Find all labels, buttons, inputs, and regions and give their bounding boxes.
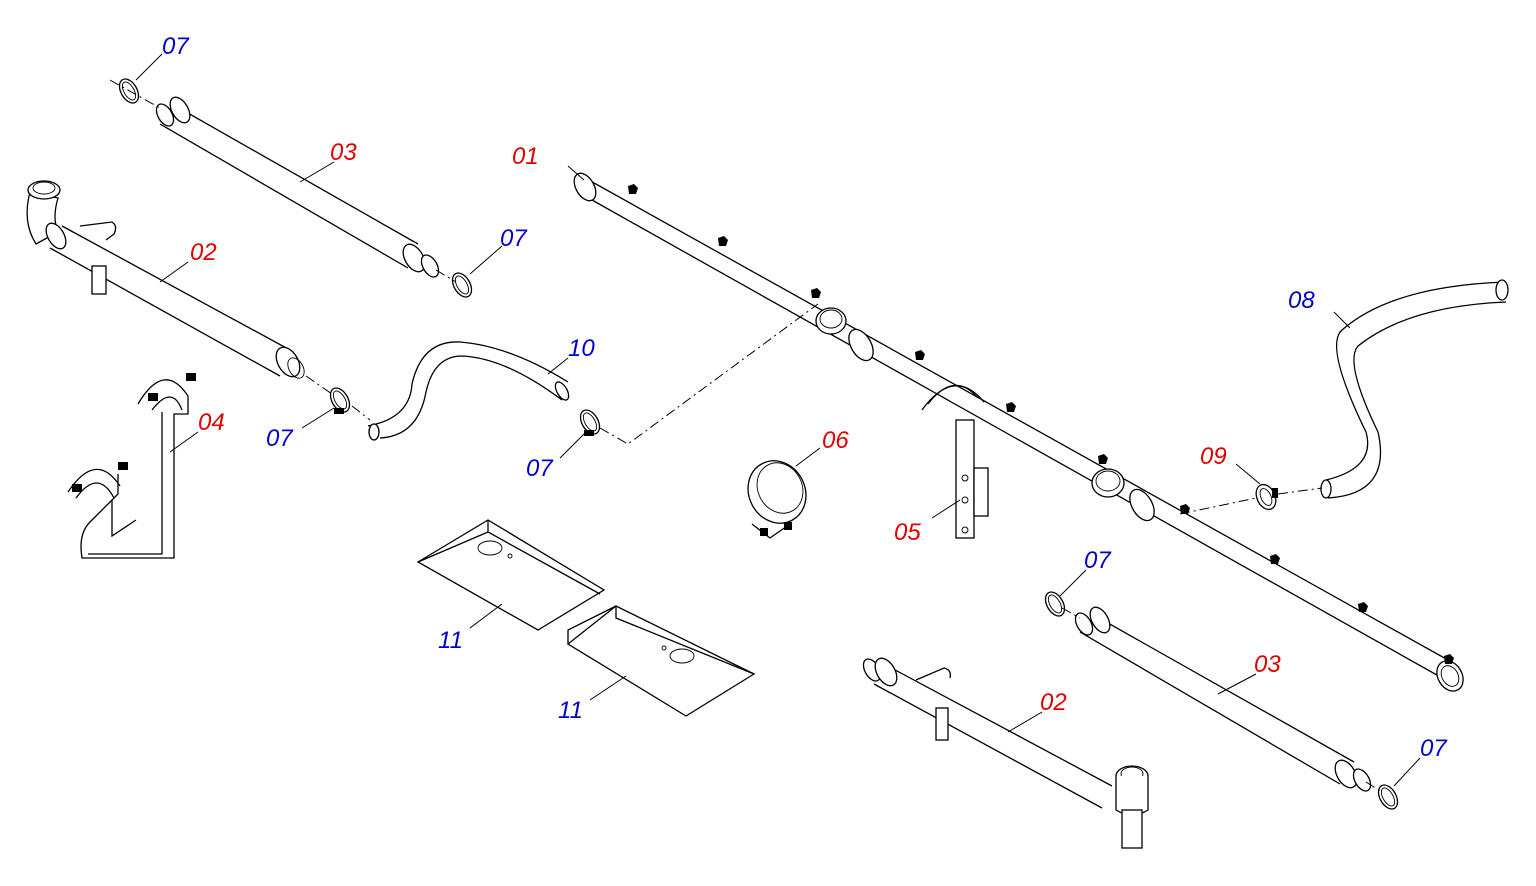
label-11-left: 11 bbox=[438, 627, 463, 654]
pipe-03-right bbox=[1074, 606, 1372, 792]
label-04: 04 bbox=[198, 409, 225, 436]
cover-plates-11 bbox=[416, 519, 756, 717]
assembly-centerlines bbox=[109, 79, 1383, 793]
collar-06 bbox=[747, 460, 807, 539]
label-03-top: 03 bbox=[330, 139, 357, 166]
label-07-f: 07 bbox=[1420, 735, 1448, 762]
label-11-right: 11 bbox=[558, 697, 583, 724]
hanger-05 bbox=[921, 384, 989, 539]
label-07-d: 07 bbox=[526, 455, 554, 482]
hose-08 bbox=[1320, 279, 1509, 499]
pipe-02-upper-left bbox=[26, 180, 305, 379]
label-10: 10 bbox=[568, 335, 595, 362]
label-09: 09 bbox=[1200, 443, 1227, 470]
label-02-lower: 02 bbox=[1040, 689, 1067, 716]
support-frame-04 bbox=[67, 373, 196, 559]
hose-clamp-09 bbox=[1255, 483, 1278, 511]
label-08: 08 bbox=[1288, 287, 1315, 314]
label-06: 06 bbox=[822, 427, 849, 454]
label-01: 01 bbox=[512, 143, 539, 170]
main-pipe-01 bbox=[573, 172, 1464, 692]
hose-10 bbox=[367, 341, 570, 441]
pipe-02-lower-right bbox=[862, 657, 1149, 849]
label-07-c: 07 bbox=[266, 425, 294, 452]
label-03-right: 03 bbox=[1254, 651, 1281, 678]
label-07-b: 07 bbox=[500, 225, 528, 252]
leader-lines bbox=[135, 53, 1421, 787]
label-02-upper: 02 bbox=[190, 239, 217, 266]
label-07-e: 07 bbox=[1084, 547, 1112, 574]
label-05: 05 bbox=[894, 519, 921, 546]
pipe-03-top bbox=[155, 96, 440, 278]
part-labels: 01 02 02 03 03 04 05 06 07 07 07 07 07 0… bbox=[162, 33, 1448, 762]
clamps-07 bbox=[118, 78, 1399, 810]
label-07-a: 07 bbox=[162, 33, 190, 60]
